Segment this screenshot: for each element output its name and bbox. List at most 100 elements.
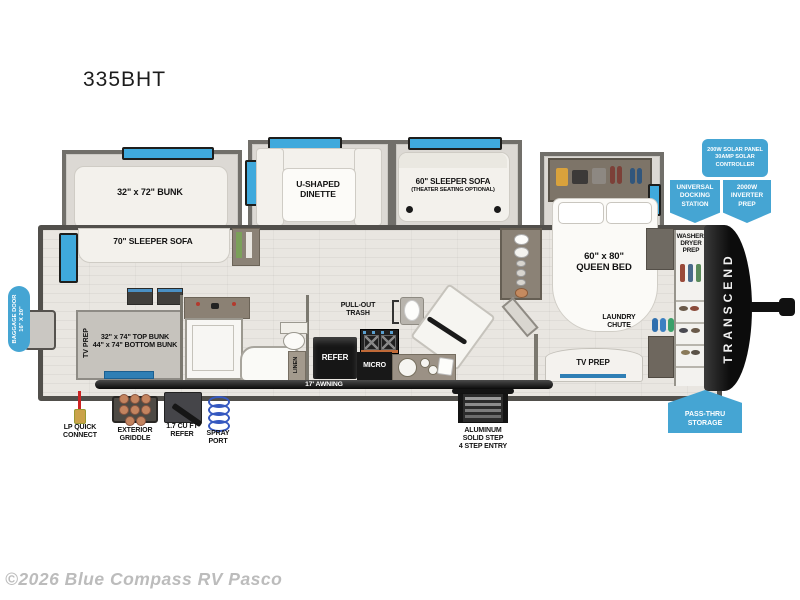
washer-label-line1: WASHER/ — [676, 233, 706, 240]
wardrobe-cabinet — [646, 228, 674, 270]
spray-port-label: SPRAY PORT — [196, 430, 240, 446]
mini-refer-label: 1.7 CU FT REFER — [154, 423, 210, 439]
washer-label-line2: DRYER — [680, 240, 702, 248]
cabinet-shoes — [630, 168, 635, 184]
mini-refer-label-line1: 1.7 CU FT — [166, 423, 198, 430]
griddle-label-line2: GRIDDLE — [119, 434, 151, 442]
cabinet-shoes — [617, 166, 622, 184]
hanging-item — [688, 264, 693, 282]
plate — [516, 259, 526, 268]
docking-badge-line3: STATION — [681, 200, 709, 208]
queen-label: 60" x 80" QUEEN BED — [552, 251, 656, 273]
dinette-table — [282, 168, 356, 222]
bunks-label-line1: 32" x 74" TOP BUNK — [100, 332, 170, 341]
solar-badge-line2: 30AMP SOLAR — [715, 154, 755, 161]
sleeper-sofa-70 — [78, 228, 230, 263]
trash-label-line1: PULL-OUT — [340, 302, 376, 309]
spray-label-line1: SPRAY — [206, 430, 230, 437]
microwave: MICRO — [357, 352, 392, 380]
page-title: 335BHT — [83, 68, 167, 91]
window — [122, 147, 214, 160]
bunk-mat — [104, 371, 154, 379]
kitchen-sink — [398, 358, 417, 377]
shelf — [676, 322, 706, 324]
steps-label: ALUMINUM SOLID STEP 4 STEP ENTRY — [444, 427, 522, 450]
docking-badge-line1: UNIVERSAL — [676, 184, 714, 191]
stove — [360, 329, 399, 354]
flip-flops — [660, 318, 666, 332]
dinette-label-line2: DINETTE — [300, 188, 336, 199]
cutting-board — [436, 357, 455, 376]
laundry-label-line2: CHUTE — [607, 321, 631, 329]
burner — [135, 415, 146, 426]
faucet — [211, 303, 219, 309]
wall — [306, 295, 309, 386]
baggage-badge-line2: 16" X 20" — [19, 306, 25, 332]
stove-knobs — [363, 331, 396, 334]
laundry-chute-label: LAUNDRY CHUTE — [588, 314, 650, 330]
solar-badge-line3: CONTROLLER — [715, 161, 755, 168]
window — [408, 137, 502, 150]
inverter-badge-line2: INVERTER — [730, 192, 764, 200]
cabinet-shoes — [637, 168, 642, 184]
mini-refer-label-line2: REFER — [170, 430, 194, 438]
tv-prep-bunk-text: TV PREP — [82, 328, 90, 358]
solar-badge-line1: 200W SOLAR PANEL — [707, 147, 763, 154]
dinette-bench — [354, 148, 382, 226]
shelf — [676, 366, 706, 368]
trash-label: PULL-OUT TRASH — [326, 302, 390, 318]
wall — [180, 295, 183, 386]
plate — [516, 269, 526, 277]
trash-label-line2: TRASH — [346, 309, 370, 317]
shelf — [676, 300, 706, 302]
dinette-label: U-SHAPED DINETTE — [282, 179, 354, 199]
window — [59, 233, 78, 283]
washer-label-line3: PREP — [682, 247, 700, 255]
lp-label-line2: CONNECT — [63, 431, 97, 439]
steps-label-line2: SOLID STEP — [462, 434, 504, 442]
cabinet-shoes — [610, 166, 615, 184]
shoe — [681, 350, 690, 355]
console-detail — [128, 289, 152, 292]
docking-station-badge: UNIVERSAL DOCKING STATION — [670, 180, 720, 223]
lp-connector — [74, 409, 86, 424]
passthru-badge-line1: PASS-THRU — [684, 410, 726, 418]
bunk-slide-label: 32" x 72" BUNK — [117, 187, 183, 197]
burner — [130, 404, 140, 415]
steps-label-line1: ALUMINUM — [464, 427, 502, 434]
copyright-text: ©2026 Blue Compass RV Pasco — [5, 569, 283, 589]
refer-label: REFER — [321, 352, 349, 362]
docking-badge-line2: DOCKING — [679, 192, 711, 200]
sofa-backrest — [399, 153, 507, 168]
baggage-door-badge: BAGGAGE DOOR 16" X 20" — [8, 286, 30, 352]
sink-bowl — [420, 358, 430, 368]
wall — [534, 334, 538, 386]
hitch-coupler — [779, 298, 795, 316]
front-cap — [704, 225, 752, 391]
sofa-cupholder — [406, 206, 413, 213]
bowl — [514, 288, 528, 299]
queen-label-line2: QUEEN BED — [576, 261, 632, 273]
laundry-cabinet — [648, 336, 674, 378]
flip-flops — [652, 318, 658, 332]
shoe — [691, 328, 700, 333]
hanging-item — [696, 264, 701, 282]
shoe — [679, 306, 688, 311]
burner — [124, 415, 135, 426]
linen-text: LINEN — [293, 356, 299, 374]
spray-port-coil — [208, 396, 230, 432]
shoe — [691, 350, 700, 355]
brand-logo: TRANSCEND — [718, 233, 738, 383]
washer-dryer-label: WASHER/ DRYER PREP — [674, 233, 708, 254]
step-tread — [465, 403, 501, 406]
baggage-badge-line1: BAGGAGE DOOR — [12, 294, 19, 344]
shelf — [676, 344, 706, 346]
passthru-badge-line2: STORAGE — [687, 419, 723, 427]
awning-label: 17' AWNING — [305, 380, 343, 388]
step-tread — [465, 397, 501, 400]
burner — [130, 393, 140, 404]
lp-hose — [78, 391, 81, 411]
refrigerator: REFER — [313, 337, 357, 379]
bunks-label-line2: 44" x 74" BOTTOM BUNK — [92, 340, 178, 350]
dinette-bench — [256, 148, 284, 226]
